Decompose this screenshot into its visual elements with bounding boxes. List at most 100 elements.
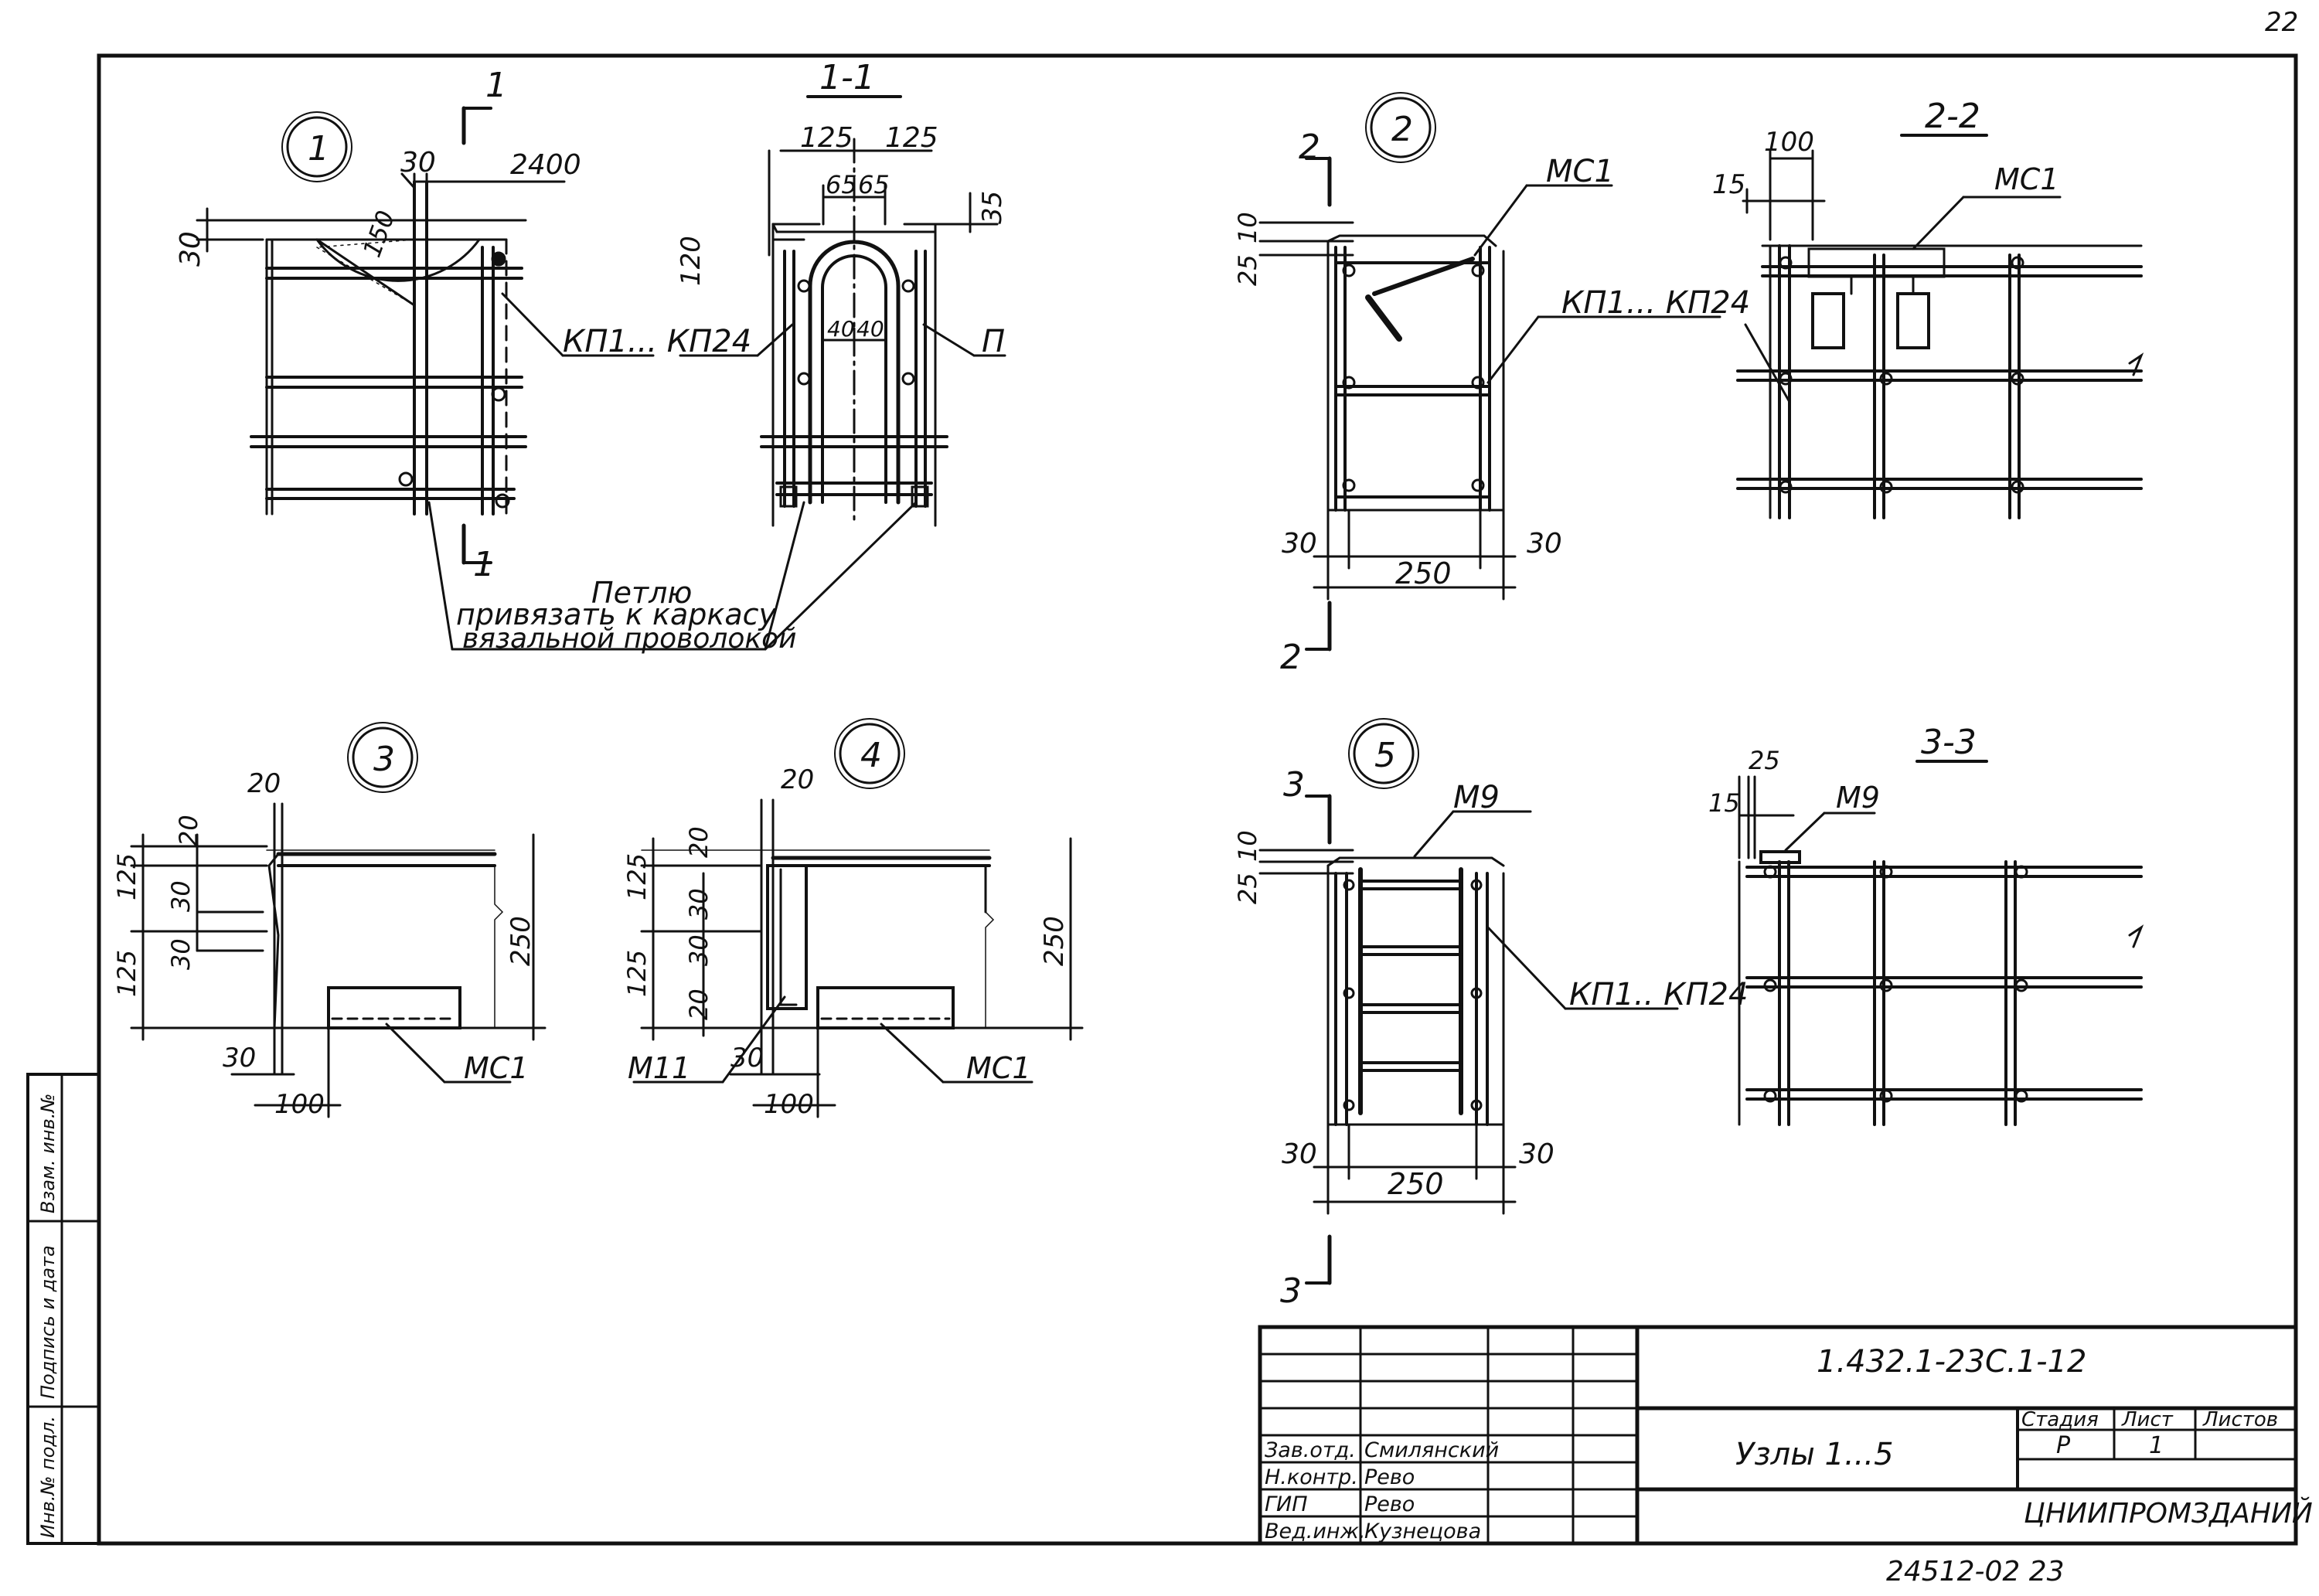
- corner-number: 22: [2265, 7, 2298, 38]
- role-3: ГИП: [1265, 1492, 1308, 1516]
- side-stamp-replace: Взам. инв.№: [37, 1094, 59, 1213]
- dim-65-b: 65: [858, 170, 890, 199]
- node5-dim-30-b: 30: [1519, 1138, 1555, 1170]
- node1-badge: 1: [308, 129, 329, 168]
- side-stamp-sign: Подпись и дата: [37, 1245, 59, 1399]
- dim-2400: 2400: [510, 149, 581, 181]
- node3-dim-250: 250: [506, 916, 536, 966]
- side-stamp-inv: Инв.№ подл.: [37, 1416, 59, 1538]
- section-2-2: [1736, 134, 2143, 519]
- node2-label-ms-section: МС1: [1994, 162, 2059, 196]
- node5-dim-25: 25: [1233, 873, 1262, 904]
- side-stamp: [26, 1073, 100, 1545]
- section-1-1: [427, 95, 1006, 651]
- sheet-header: Лист: [2121, 1408, 2174, 1431]
- node3-label-ms: МС1: [464, 1051, 529, 1085]
- dim-40-b: 40: [856, 316, 884, 342]
- drawing-title: Узлы 1...5: [1735, 1437, 1894, 1472]
- node5-dim-30-a: 30: [1282, 1138, 1317, 1170]
- node5-label-m9-section: М9: [1836, 781, 1880, 815]
- stage-header: Стадия: [2021, 1408, 2099, 1431]
- node2-dim-30-a: 30: [1282, 528, 1317, 560]
- node4-dim-20-a: 20: [684, 826, 713, 858]
- node4-dim-125-b: 125: [622, 950, 652, 997]
- node3-dim-30-b: 30: [166, 938, 196, 970]
- note-line-3: вязальной проволокой: [462, 623, 797, 655]
- dim-120: 120: [676, 236, 707, 286]
- node2-cut-top: 2: [1299, 128, 1320, 167]
- organization: ЦНИИПРОМЗДАНИЙ: [2024, 1497, 2313, 1530]
- node5-dim-250: 250: [1388, 1167, 1444, 1201]
- node4-label-m11: М11: [628, 1051, 690, 1085]
- node3-badge: 3: [373, 740, 395, 779]
- node3-dim-20-top: 20: [247, 768, 281, 799]
- stage-value: Р: [2056, 1432, 2071, 1459]
- note-line-1: Петлю: [591, 576, 692, 610]
- node2-section-title: 2-2: [1925, 97, 1980, 136]
- sheet-frame: [97, 53, 2298, 1546]
- node1-section-title: 1-1: [819, 58, 875, 97]
- node2-dim-15: 15: [1712, 169, 1745, 200]
- node4-dim-250: 250: [1039, 916, 1070, 966]
- node5-dim-25-section: 25: [1749, 746, 1780, 775]
- node5-cut-top: 3: [1283, 765, 1305, 805]
- node3-dim-30: 30: [223, 1043, 256, 1074]
- node4-dim-20-b: 20: [684, 989, 713, 1020]
- node3-detail: [130, 722, 547, 1118]
- node2-badge: 2: [1391, 110, 1413, 149]
- node2-dim-10: 10: [1233, 212, 1262, 243]
- node3-dim-125-b: 125: [112, 950, 141, 997]
- node5-dim-15: 15: [1708, 788, 1740, 818]
- node4-dim-100: 100: [764, 1089, 814, 1120]
- node2-dim-100: 100: [1764, 127, 1814, 158]
- name-2: Рево: [1364, 1465, 1415, 1489]
- node3-dim-30-a: 30: [166, 880, 196, 912]
- sheets-header: Листов: [2202, 1408, 2278, 1431]
- node2-dim-25: 25: [1233, 254, 1262, 286]
- node4-dim-125-a: 125: [622, 853, 652, 900]
- node1-label-kp: КП1... КП24: [563, 324, 751, 359]
- dim-125-b: 125: [885, 122, 938, 154]
- node4-label-ms: МС1: [966, 1051, 1031, 1085]
- dim-125-a: 125: [800, 122, 853, 154]
- role-4: Вед.инж.: [1265, 1519, 1366, 1543]
- sheet-value: 1: [2149, 1432, 2164, 1459]
- node3-dim-20-left: 20: [174, 815, 203, 846]
- note-line-2: привязать к каркасу: [456, 597, 777, 631]
- node5-label-m9: М9: [1453, 780, 1500, 815]
- name-1: Смилянский: [1364, 1438, 1499, 1462]
- node4-dim-30-b: 30: [684, 934, 713, 966]
- node4-badge: 4: [860, 736, 882, 775]
- node5-cut-bottom: 3: [1280, 1271, 1302, 1311]
- node2-cut-bottom: 2: [1280, 638, 1302, 677]
- section-3-3: [1738, 352, 2144, 1126]
- role-2: Н.контр.: [1265, 1465, 1358, 1489]
- name-4: Кузнецова: [1364, 1519, 1481, 1543]
- dim-150: 150: [357, 206, 401, 260]
- node4-dim-30: 30: [730, 1043, 764, 1074]
- node4-dim-20-top: 20: [781, 764, 814, 795]
- node2-label-ms: МС1: [1546, 154, 1614, 189]
- node5-label-kp: КП1.. КП24: [1569, 977, 1748, 1012]
- node2-dim-250: 250: [1395, 556, 1452, 590]
- node4-detail: [632, 718, 1084, 1118]
- node3-dim-100: 100: [274, 1089, 325, 1120]
- node3-dim-125-a: 125: [112, 853, 141, 900]
- role-1: Зав.отд.: [1265, 1438, 1356, 1462]
- node5-section-title: 3-3: [1921, 723, 1977, 762]
- node5-detail: [1258, 718, 1679, 1285]
- title-block: [1258, 1325, 2298, 1546]
- dim-30-left: 30: [175, 231, 206, 267]
- node5-badge: 5: [1374, 736, 1396, 775]
- node5-dim-10: 10: [1233, 830, 1262, 862]
- dim-30-top: 30: [400, 147, 436, 179]
- drawing-code: 1.432.1-23С.1-12: [1817, 1344, 2086, 1380]
- dim-65-a: 65: [826, 170, 857, 199]
- node1-cut-top: 1: [485, 66, 507, 105]
- node2-plan: [1258, 92, 1721, 652]
- dim-35: 35: [977, 191, 1008, 224]
- bottom-number: 24512-02 23: [1886, 1556, 2065, 1587]
- node1-label-p: П: [982, 324, 1005, 359]
- node4-dim-30-a: 30: [684, 888, 713, 920]
